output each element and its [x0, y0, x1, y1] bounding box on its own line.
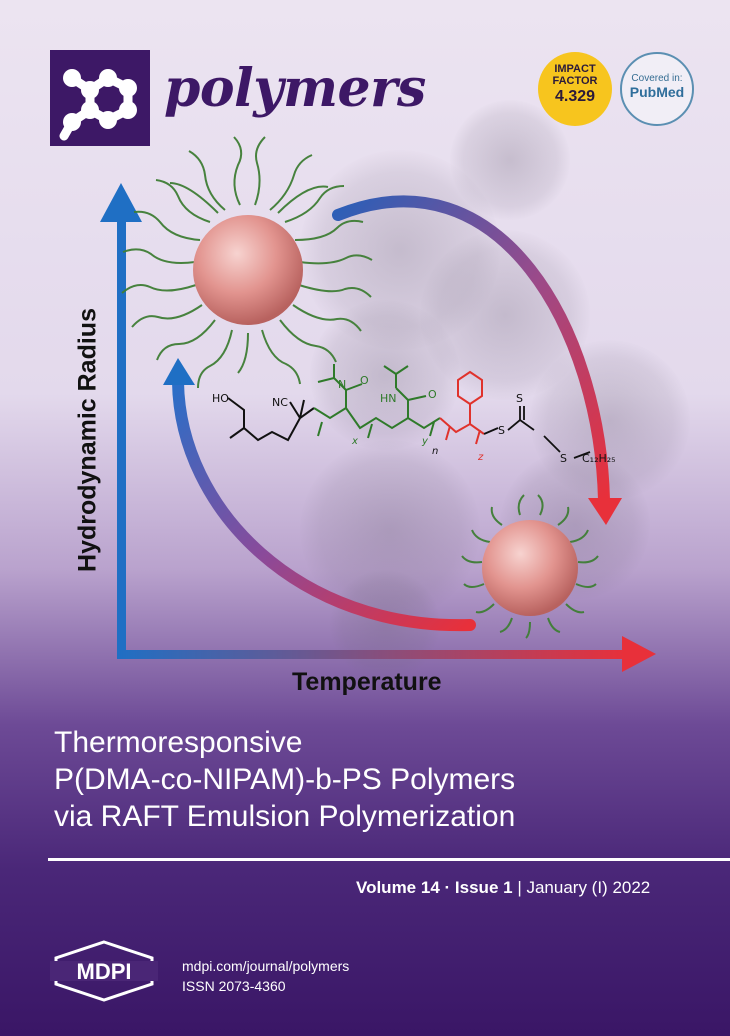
chem-sub-n: n — [432, 446, 438, 457]
y-axis — [100, 183, 142, 655]
impact-factor-line1: IMPACT — [554, 63, 596, 75]
impact-factor-badge: IMPACT FACTOR 4.329 — [538, 52, 612, 126]
issue-info: Volume 14 · Issue 1 | January (I) 2022 — [356, 878, 650, 898]
mdpi-logo-text: MDPI — [77, 959, 132, 984]
impact-factor-line2: FACTOR — [552, 75, 598, 87]
chem-label-chain: C₁₂H₂₅ — [582, 452, 616, 465]
chem-label-nc: NC — [272, 396, 288, 409]
chem-label-ho: HO — [212, 392, 229, 405]
pubmed-covered-text: Covered in: — [631, 73, 683, 84]
chem-sub-x: x — [351, 436, 358, 447]
article-title: Thermoresponsive P(DMA-co-NIPAM)-b-PS Po… — [54, 724, 694, 835]
chem-label-hn: HN — [380, 392, 397, 405]
divider — [48, 858, 730, 861]
chem-label-o: O — [360, 374, 369, 387]
collapsed-micelle — [461, 494, 599, 639]
chemical-structure: HO NC N O HN — [212, 364, 616, 465]
chem-label-n: N — [338, 378, 346, 391]
issue-number: Issue 1 — [454, 878, 513, 897]
impact-factor-value: 4.329 — [554, 88, 596, 105]
cooling-arrow — [163, 358, 476, 632]
x-axis-label: Temperature — [292, 668, 442, 696]
chem-label-s2: S — [516, 392, 523, 405]
y-axis-label: Hydrodynamic Radius — [73, 308, 102, 572]
background-blob — [530, 340, 690, 500]
background-blob — [300, 440, 480, 620]
pubmed-name: PubMed — [629, 84, 685, 100]
volume-number: Volume 14 — [356, 878, 440, 897]
chem-sub-z: z — [477, 452, 484, 463]
mdpi-logo: MDPI — [50, 940, 158, 1002]
journal-logo — [50, 50, 150, 146]
cover-illustration: HO NC N O HN — [100, 136, 656, 672]
swollen-micelle — [121, 136, 373, 389]
article-title-line: via RAFT Emulsion Polymerization — [54, 800, 516, 833]
issue-bar: | — [517, 878, 522, 897]
issn: ISSN 2073-4360 — [182, 978, 286, 994]
chem-label-s3: S — [560, 452, 567, 465]
journal-url[interactable]: mdpi.com/journal/polymers — [182, 958, 350, 974]
x-axis — [117, 636, 656, 672]
journal-name: polymers — [164, 58, 426, 119]
background-blob — [300, 150, 500, 350]
background-blob — [450, 100, 570, 220]
issue-separator: · — [444, 878, 451, 897]
chem-sub-y: y — [421, 436, 429, 447]
article-title-line: P(DMA-co-NIPAM)-b-PS Polymers — [54, 763, 516, 796]
article-title-line: Thermoresponsive — [54, 726, 303, 759]
chem-label-s1: S — [498, 424, 505, 437]
heating-arrow — [332, 195, 622, 525]
chem-label-o2: O — [428, 388, 437, 401]
issue-date: January (I) 2022 — [526, 878, 651, 897]
molecule-icon — [59, 69, 137, 141]
pubmed-badge: Covered in: PubMed — [620, 52, 694, 126]
